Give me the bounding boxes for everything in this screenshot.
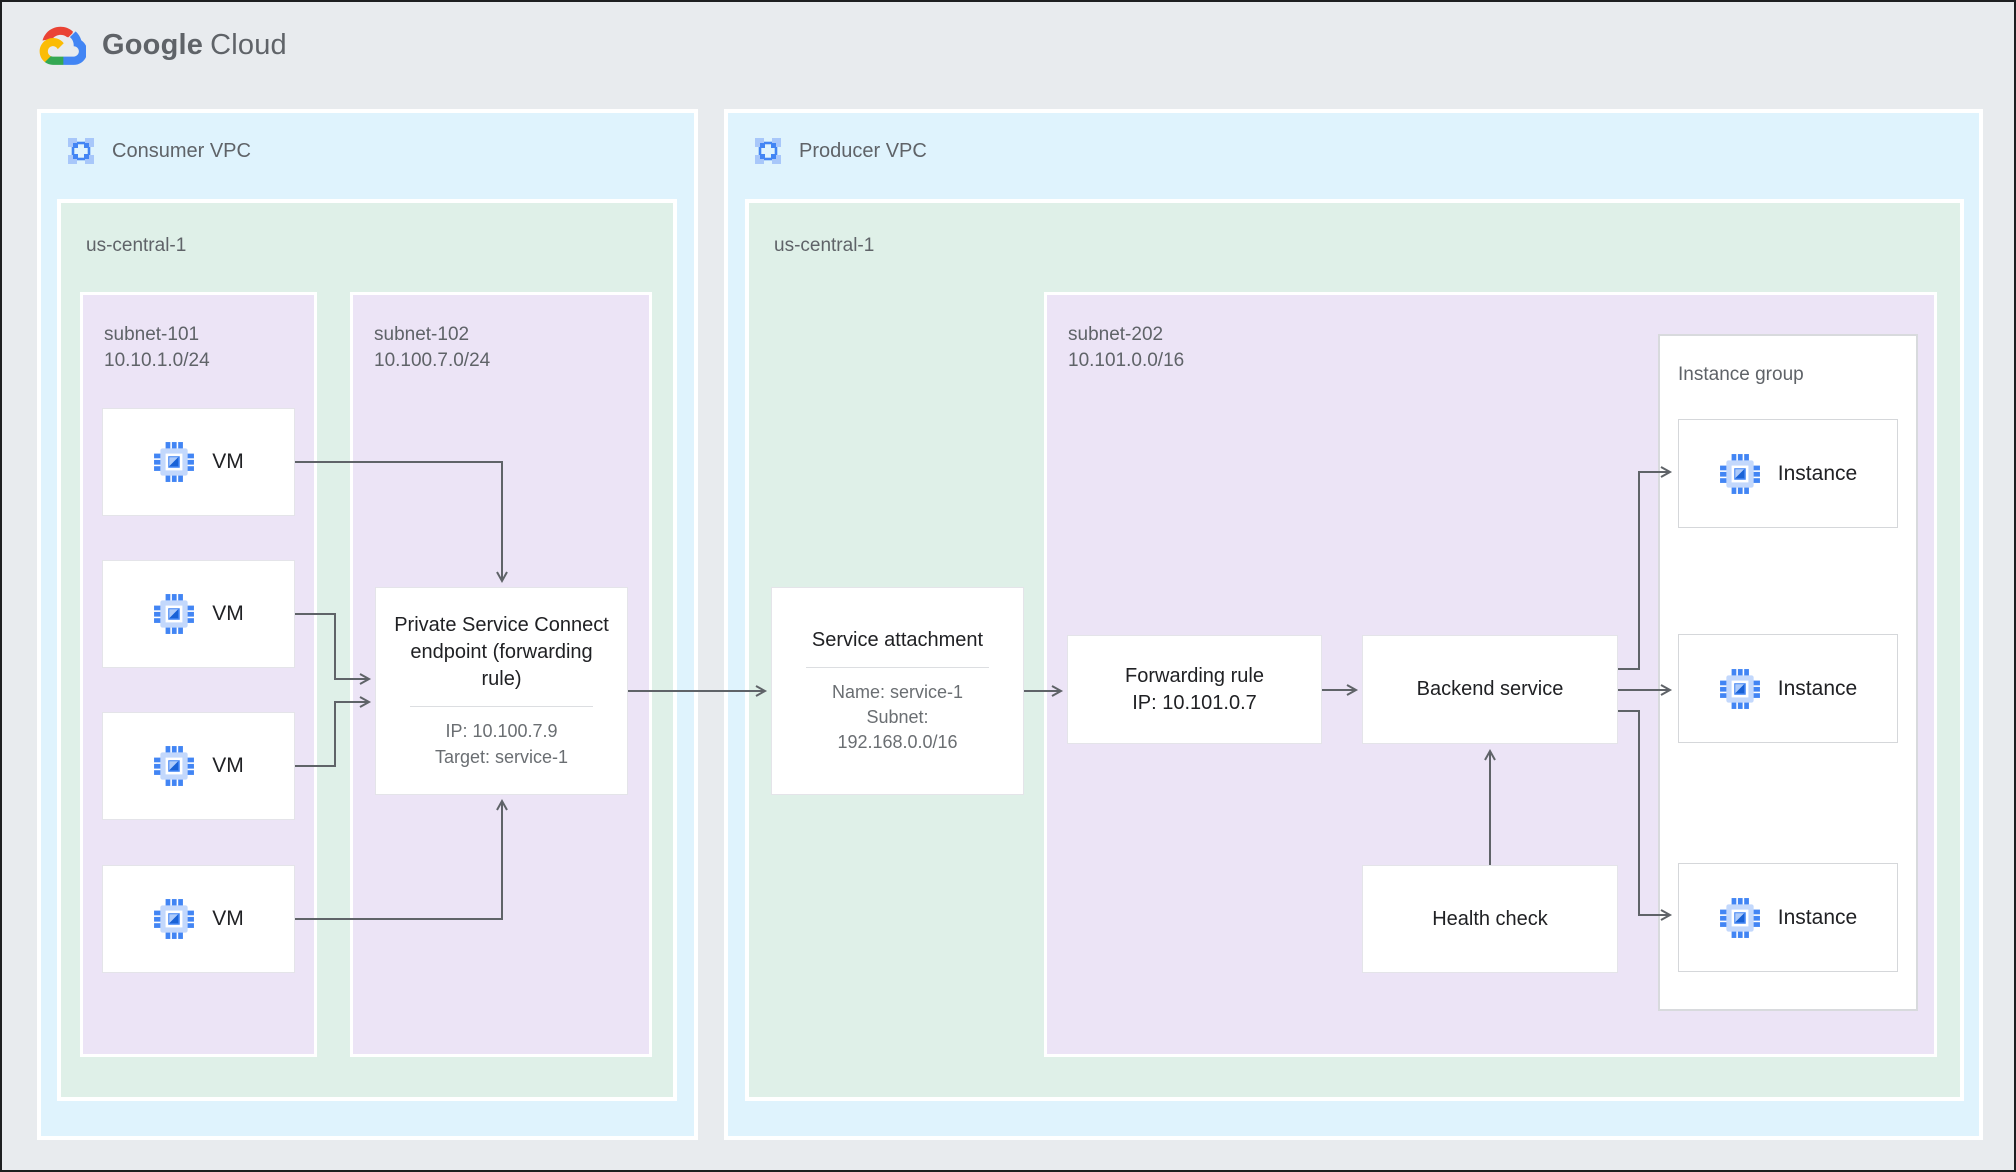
logo-cloud-text: Cloud bbox=[210, 29, 287, 61]
subnet-202-box: subnet-202 10.101.0.0/16 Forwarding rule… bbox=[1047, 295, 1934, 1054]
vm-node-4: VM bbox=[102, 865, 295, 973]
health-check-node: Health check bbox=[1362, 865, 1618, 973]
producer-vpc-box: Producer VPC us-central-1 Service attach… bbox=[728, 113, 1979, 1136]
psc-endpoint-node: Private Service Connect endpoint (forwar… bbox=[375, 587, 628, 795]
service-attachment-subnet-cidr: 192.168.0.0/16 bbox=[837, 732, 958, 753]
psc-endpoint-title: Private Service Connect endpoint (forwar… bbox=[394, 614, 609, 691]
instance-node-2: Instance bbox=[1678, 634, 1898, 743]
subnet-202-cidr: 10.101.0.0/16 bbox=[1068, 349, 1185, 371]
vm-label: VM bbox=[212, 450, 244, 473]
subnet-101-label: subnet-101 10.10.1.0/24 bbox=[104, 322, 210, 373]
subnet-101-box: subnet-101 10.10.1.0/24 VM bbox=[83, 295, 314, 1054]
instance-label: Instance bbox=[1777, 461, 1858, 485]
compute-engine-icon bbox=[1719, 897, 1761, 939]
subnet-101-name: subnet-101 bbox=[104, 324, 200, 345]
service-attachment-name: Name: service-1 bbox=[831, 681, 964, 702]
backend-service-title: Backend service bbox=[1416, 678, 1564, 700]
google-cloud-icon bbox=[39, 26, 86, 65]
divider bbox=[410, 706, 593, 708]
subnet-102-label: subnet-102 10.100.7.0/24 bbox=[374, 322, 490, 373]
service-attachment-title: Service attachment bbox=[811, 628, 984, 651]
vm-label: VM bbox=[212, 602, 244, 625]
producer-region-label: us-central-1 bbox=[774, 235, 875, 256]
instance-group-box: Instance group Instance bbox=[1658, 334, 1918, 1011]
forwarding-rule-node: Forwarding rule IP: 10.101.0.7 bbox=[1067, 635, 1322, 744]
consumer-vpc-label: Consumer VPC bbox=[112, 139, 251, 162]
vm-node-3: VM bbox=[102, 712, 295, 820]
service-attachment-subnet-label: Subnet: bbox=[866, 706, 929, 727]
vm-node-1: VM bbox=[102, 408, 295, 516]
divider bbox=[806, 666, 989, 668]
forwarding-rule-title: Forwarding rule bbox=[1125, 664, 1264, 687]
producer-region-box: us-central-1 Service attachment Name: se… bbox=[749, 203, 1960, 1097]
vm-label: VM bbox=[212, 907, 244, 930]
psc-endpoint-ip: IP: 10.100.7.9 bbox=[445, 721, 558, 742]
compute-engine-icon bbox=[153, 593, 195, 635]
subnet-102-box: subnet-102 10.100.7.0/24 Private Service… bbox=[353, 295, 649, 1054]
instance-label: Instance bbox=[1777, 676, 1858, 700]
vm-node-2: VM bbox=[102, 560, 295, 668]
subnet-202-label: subnet-202 10.101.0.0/16 bbox=[1068, 322, 1184, 373]
subnet-202-name: subnet-202 bbox=[1068, 324, 1164, 345]
health-check-title: Health check bbox=[1432, 907, 1548, 930]
producer-vpc-header: Producer VPC bbox=[752, 135, 927, 167]
service-attachment-node: Service attachment Name: service-1 Subne… bbox=[771, 587, 1024, 795]
vpc-icon bbox=[65, 135, 97, 167]
vm-label: VM bbox=[212, 754, 244, 777]
compute-engine-icon bbox=[153, 745, 195, 787]
compute-engine-icon bbox=[1719, 668, 1761, 710]
logo-google-text: Google bbox=[102, 29, 204, 61]
consumer-vpc-header: Consumer VPC bbox=[65, 135, 251, 167]
psc-endpoint-target: Target: service-1 bbox=[434, 746, 569, 767]
compute-engine-icon bbox=[1719, 453, 1761, 495]
backend-service-node: Backend service bbox=[1362, 635, 1618, 744]
compute-engine-icon bbox=[153, 441, 195, 483]
subnet-102-cidr: 10.100.7.0/24 bbox=[374, 349, 491, 371]
consumer-vpc-box: Consumer VPC us-central-1 subnet-101 10.… bbox=[41, 113, 694, 1136]
consumer-region-label: us-central-1 bbox=[86, 235, 187, 256]
instance-node-3: Instance bbox=[1678, 863, 1898, 972]
compute-engine-icon bbox=[153, 898, 195, 940]
vpc-icon bbox=[752, 135, 784, 167]
forwarding-rule-ip: IP: 10.101.0.7 bbox=[1132, 691, 1257, 714]
instance-label: Instance bbox=[1777, 905, 1858, 929]
producer-vpc-label: Producer VPC bbox=[799, 139, 927, 162]
subnet-102-name: subnet-102 bbox=[374, 324, 470, 345]
instance-group-label: Instance group bbox=[1678, 364, 1804, 385]
subnet-101-cidr: 10.10.1.0/24 bbox=[104, 349, 210, 371]
instance-node-1: Instance bbox=[1678, 419, 1898, 528]
consumer-region-box: us-central-1 subnet-101 10.10.1.0/24 VM bbox=[61, 203, 673, 1097]
